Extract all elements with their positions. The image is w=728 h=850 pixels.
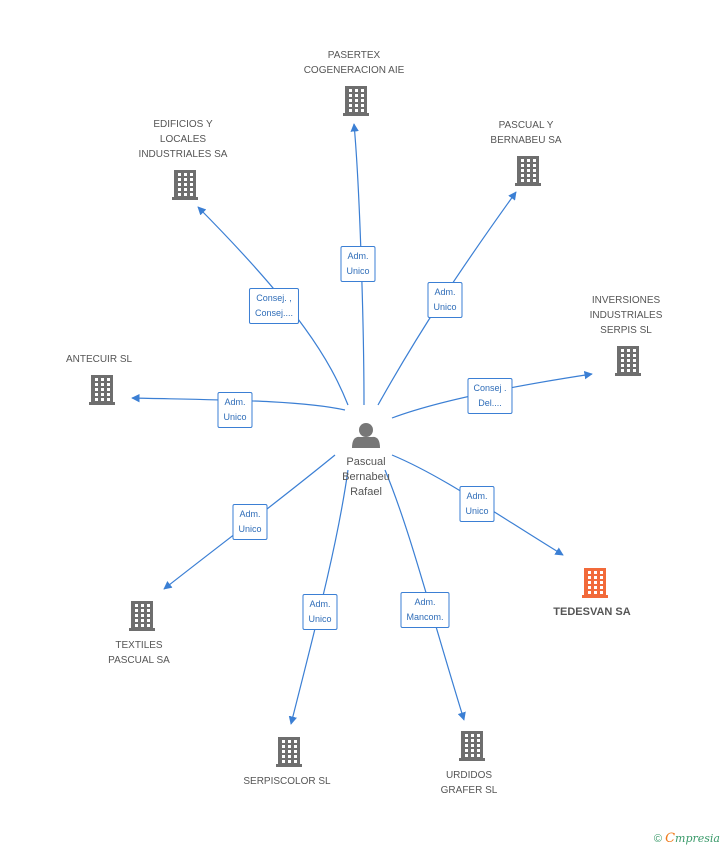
relation-line: Unico — [308, 614, 332, 624]
company-label-line: BERNABEU SA — [490, 135, 562, 146]
relation-line: Adm. — [347, 251, 369, 261]
company-label-pascualy[interactable]: PASCUAL Y BERNABEU SA — [490, 118, 561, 148]
company-label-line: COGENERACION AIE — [303, 65, 405, 76]
company-label-line: SERPISCOLOR SL — [243, 776, 331, 787]
person-name-line: Pascual — [346, 456, 386, 468]
company-label-edificios[interactable]: EDIFICIOS Y LOCALES INDUSTRIALES SA — [139, 117, 228, 162]
relation-line: Adm. — [239, 509, 261, 519]
brand-name: mpresia — [675, 832, 720, 845]
relation-box-inversiones[interactable]: Consej . Del.... — [467, 378, 513, 414]
company-label-line: TEDESVAN SA — [553, 606, 631, 618]
relation-line: Adm. — [309, 599, 331, 609]
building-icon[interactable] — [276, 737, 302, 767]
person-name-line: Rafael — [350, 486, 382, 498]
building-icon[interactable] — [89, 375, 115, 405]
relation-box-pascualy[interactable]: Adm. Unico — [427, 282, 463, 318]
relation-box-edificios[interactable]: Consej. , Consej.... — [248, 288, 300, 324]
relation-line: Unico — [346, 266, 370, 276]
company-label-pasertex[interactable]: PASERTEX COGENERACION AIE — [304, 48, 405, 78]
company-label-urdidos[interactable]: URDIDOS GRAFER SL — [441, 768, 498, 798]
company-label-line: PASERTEX — [327, 50, 381, 61]
company-label-line: GRAFER SL — [440, 785, 498, 796]
company-label-line: ANTECUIR SL — [65, 354, 133, 365]
relation-line: Mancom. — [406, 612, 444, 622]
company-label-inversiones[interactable]: INVERSIONES INDUSTRIALES SERPIS SL — [590, 293, 663, 338]
company-label-serpiscolor[interactable]: SERPISCOLOR SL — [243, 774, 330, 789]
relation-line: Del.... — [478, 398, 502, 408]
empresia-logo: © Cmpresia — [654, 831, 720, 846]
company-label-line: TEXTILES — [115, 640, 163, 651]
brand-initial: C — [665, 831, 676, 846]
relation-box-antecuir[interactable]: Adm. Unico — [217, 392, 253, 428]
company-label-line: EDIFICIOS Y — [153, 119, 213, 130]
relation-line: Adm. — [224, 397, 246, 407]
building-icon[interactable] — [172, 170, 198, 200]
company-label-textiles[interactable]: TEXTILES PASCUAL SA — [108, 638, 170, 668]
person-name-line: Bernabeu — [342, 471, 390, 483]
building-icon[interactable] — [129, 601, 155, 631]
copyright-icon: © — [653, 833, 663, 845]
relation-line: Adm. — [466, 491, 488, 501]
company-label-line: SERPIS SL — [600, 325, 652, 336]
relation-line: Unico — [223, 412, 247, 422]
building-icon[interactable] — [615, 346, 641, 376]
relation-line: Unico — [465, 506, 489, 516]
company-label-antecuir[interactable]: ANTECUIR SL — [66, 352, 132, 367]
company-label-line: INDUSTRIALES — [589, 310, 663, 321]
relation-line: Consej . — [473, 383, 507, 393]
building-icon[interactable] — [459, 731, 485, 761]
person-icon[interactable] — [352, 423, 380, 448]
relation-box-tedesvan[interactable]: Adm. Unico — [459, 486, 495, 522]
relation-box-urdidos[interactable]: Adm. Mancom. — [400, 592, 450, 628]
company-label-line: PASCUAL SA — [108, 655, 170, 666]
relation-line: Consej.... — [254, 308, 294, 318]
company-label-line: URDIDOS — [445, 770, 493, 781]
edge-edificios — [197, 206, 349, 406]
relation-line: Unico — [238, 524, 262, 534]
edge-antecuir — [131, 393, 346, 411]
relation-box-pasertex[interactable]: Adm. Unico — [340, 246, 376, 282]
building-icon[interactable] — [515, 156, 541, 186]
relation-box-textiles[interactable]: Adm. Unico — [232, 504, 268, 540]
company-label-line: PASCUAL Y — [498, 120, 554, 131]
relation-line: Consej. , — [256, 293, 292, 303]
company-label-line: INVERSIONES — [591, 295, 661, 306]
company-label-line: INDUSTRIALES SA — [138, 149, 228, 160]
relation-line: Unico — [433, 302, 457, 312]
edge-urdidos — [384, 469, 466, 721]
building-icon[interactable] — [582, 568, 608, 598]
relation-line: Adm. — [414, 597, 436, 607]
relation-box-serpiscolor[interactable]: Adm. Unico — [302, 594, 338, 630]
building-icon[interactable] — [343, 86, 369, 116]
company-label-line: LOCALES — [159, 134, 207, 145]
relation-line: Adm. — [434, 287, 456, 297]
company-label-tedesvan[interactable]: TEDESVAN SA — [553, 605, 630, 620]
edge-serpiscolor — [288, 469, 349, 725]
